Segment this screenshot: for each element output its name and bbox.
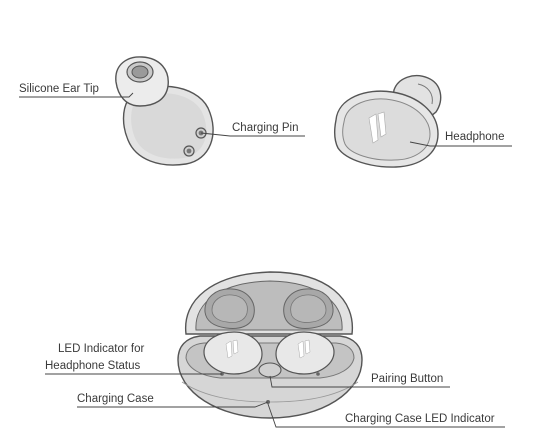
leader-lines (19, 92, 512, 428)
silicone-ear-tip (115, 56, 169, 107)
leader-line-case-led (267, 403, 505, 428)
label-pairing-button: Pairing Button (371, 373, 444, 385)
leader-line-ear-tip (19, 92, 134, 98)
case-earbud-left (203, 331, 263, 375)
earbud-back-view (115, 56, 214, 166)
leader-line-headphone (409, 141, 512, 147)
label-led-indicator-line1: LED Indicator for (58, 343, 145, 355)
pairing-button (258, 362, 282, 378)
leader-line-case (77, 401, 269, 408)
leader-line-charging-pin (200, 132, 305, 137)
label-charging-case: Charging Case (77, 393, 154, 405)
label-led-indicator-line2: Headphone Status (45, 360, 141, 372)
case-earbud-right (275, 331, 335, 375)
leader-line-pairing (269, 375, 450, 388)
charging-case (177, 271, 363, 419)
label-silicone-ear-tip: Silicone Ear Tip (19, 83, 99, 95)
charging-pins (183, 127, 207, 157)
label-charging-pin: Charging Pin (232, 122, 299, 134)
brand-logo-icon (368, 111, 387, 144)
label-headphone: Headphone (445, 131, 505, 143)
headphone-led-right (316, 372, 320, 376)
label-charging-case-led: Charging Case LED Indicator (345, 413, 495, 425)
earbud-front-view (333, 74, 442, 168)
